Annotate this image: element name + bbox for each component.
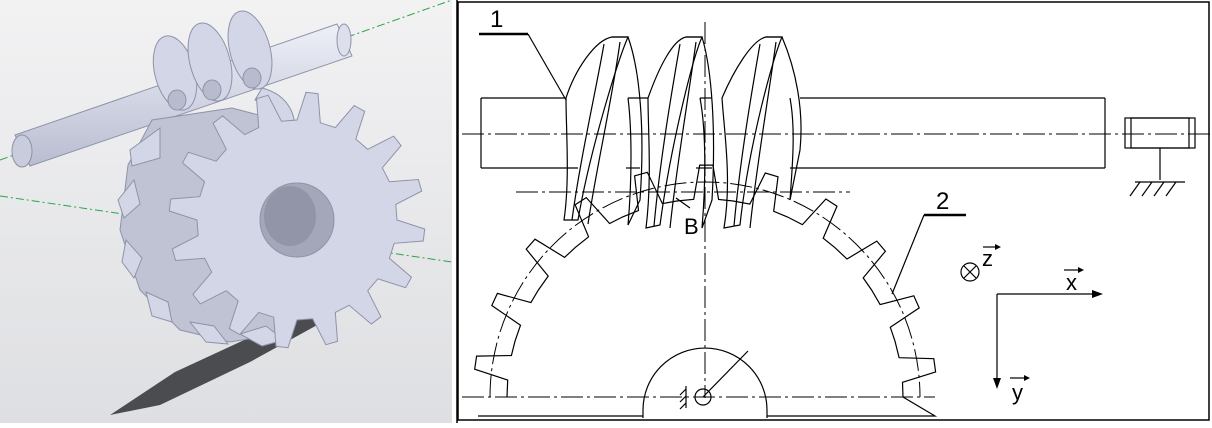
point-b-label: B <box>684 214 699 239</box>
x-axis-arrow <box>1092 290 1103 298</box>
axis-x-label: x <box>1066 270 1077 295</box>
coordinate-axes <box>993 290 1103 389</box>
axis-x-vector-arrow <box>1078 267 1084 273</box>
circled-times-icon <box>960 262 980 282</box>
worm-label-1: 1 <box>479 6 567 101</box>
ground-support-icon <box>1129 181 1185 197</box>
wheel-pivot <box>694 388 712 406</box>
wheel-hub <box>642 347 768 418</box>
worm-wheel <box>474 164 938 417</box>
gear-front-face <box>168 91 426 349</box>
axis-y-label: y <box>1012 380 1023 405</box>
worm-threads-3d <box>152 10 296 141</box>
worm-threads <box>563 36 802 229</box>
wheel-label-text: 2 <box>936 188 949 215</box>
render-3d-panel <box>0 0 453 423</box>
axis-z-label: z <box>982 246 993 271</box>
schematic-panel: B 1 2 z x y <box>457 1 1210 421</box>
wheel-pitch-circle <box>489 181 921 398</box>
worm-shaft <box>480 97 1106 169</box>
y-axis-arrow <box>993 378 1001 389</box>
axis-y-vector-arrow <box>1024 375 1030 381</box>
worm-label-text: 1 <box>490 6 503 33</box>
bearing-icon <box>1124 117 1196 180</box>
axis-z-vector-arrow <box>995 244 1001 250</box>
schematic-frame <box>457 1 1210 421</box>
wheel-label-2: 2 <box>891 188 966 295</box>
point-b-marker <box>675 197 691 209</box>
